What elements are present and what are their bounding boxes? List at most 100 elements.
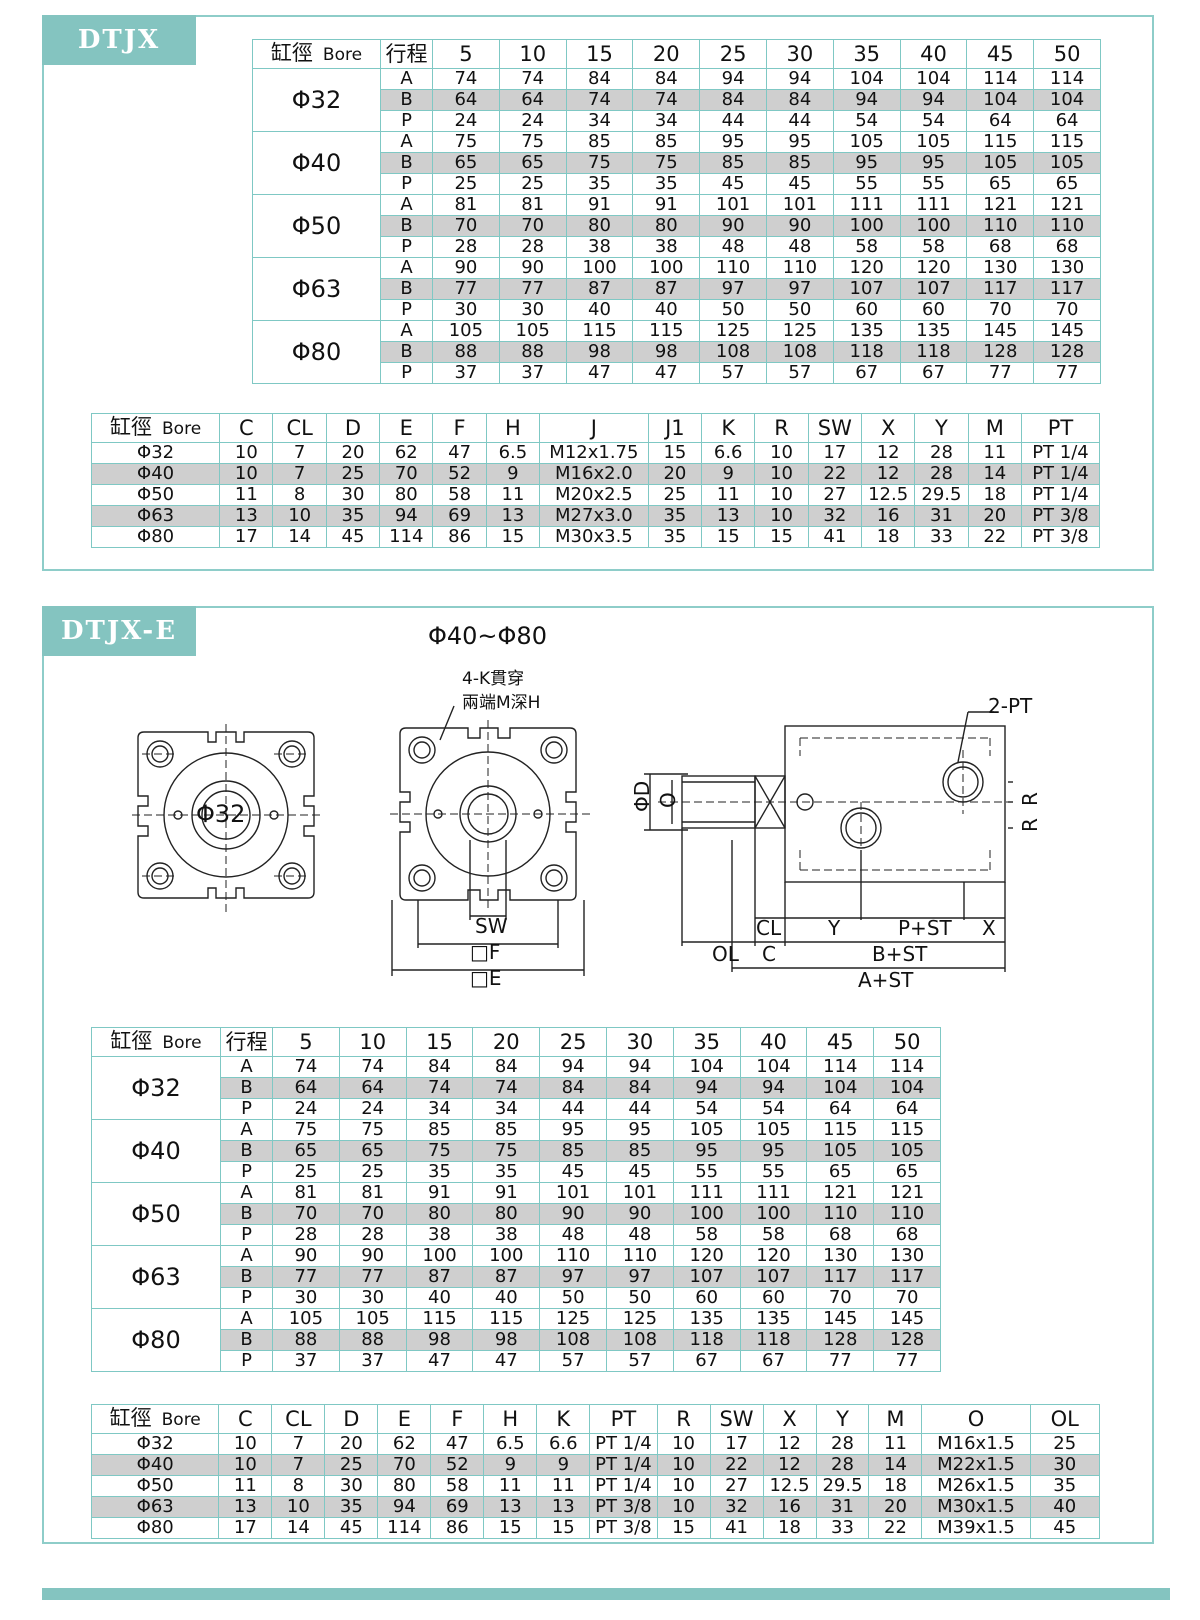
stroke-value-cell: 84 — [765, 89, 834, 111]
stroke-value-cell: 45 — [765, 173, 834, 195]
stroke-value-cell: 67 — [832, 362, 901, 384]
dimension-value-cell: 11 — [485, 484, 541, 506]
dimension-value-cell: 30 — [1029, 1454, 1100, 1476]
stroke-value-cell: 101 — [765, 194, 834, 216]
stroke-value-cell: 65 — [806, 1161, 875, 1183]
o-thread-label: O — [656, 792, 680, 808]
stroke-column-header: 50 — [1033, 39, 1101, 69]
dimension-value-cell: 17 — [709, 1433, 764, 1455]
stroke-value-cell: 80 — [565, 215, 634, 237]
stroke-value-cell: 47 — [405, 1350, 474, 1372]
stroke-value-cell: 74 — [338, 1056, 407, 1078]
dimension-value-cell: 16 — [860, 505, 916, 527]
stroke-column-header: 35 — [672, 1027, 741, 1057]
stroke-value-cell: 90 — [432, 257, 500, 279]
dimension-value-cell: 18 — [762, 1517, 817, 1539]
stroke-value-cell: 135 — [832, 320, 901, 342]
stroke-value-cell: 75 — [472, 1140, 541, 1162]
dimension-value-cell: 17 — [218, 1517, 273, 1539]
cl-label: CL — [756, 916, 782, 940]
stroke-value-cell: 84 — [472, 1056, 541, 1078]
stroke-column-header: 40 — [899, 39, 968, 69]
stroke-value-cell: 84 — [605, 1077, 674, 1099]
dimension-value-cell: 13 — [701, 505, 756, 527]
dimension-value-cell: 94 — [377, 1496, 432, 1518]
stroke-value-cell: 104 — [1033, 89, 1101, 111]
stroke-value-cell: 47 — [632, 362, 701, 384]
stroke-value-cell: 57 — [605, 1350, 674, 1372]
stroke-value-cell: 105 — [832, 131, 901, 153]
dimension-value-cell: 70 — [379, 463, 434, 485]
bore-header-en: Bore — [162, 419, 202, 439]
dimension-letter-cell: B — [380, 89, 433, 111]
dimension-value-cell: 35 — [647, 505, 703, 527]
stroke-value-cell: 74 — [405, 1077, 474, 1099]
stroke-value-cell: 55 — [672, 1161, 741, 1183]
bore-header-cn: 缸徑 — [110, 415, 153, 439]
stroke-value-cell: 98 — [472, 1329, 541, 1351]
stroke-value-cell: 125 — [605, 1308, 674, 1330]
stroke-value-cell: 130 — [873, 1245, 941, 1267]
stroke-value-cell: 30 — [338, 1287, 407, 1309]
stroke-value-cell: 74 — [632, 89, 701, 111]
stroke-column-header: 25 — [539, 1027, 607, 1057]
stroke-value-cell: 54 — [899, 110, 968, 132]
stroke-value-cell: 145 — [1033, 320, 1101, 342]
stroke-value-cell: 110 — [966, 215, 1035, 237]
stroke-value-cell: 67 — [672, 1350, 741, 1372]
dimension-value-cell: 6.6 — [536, 1433, 591, 1455]
dimension-value-cell: 45 — [325, 526, 381, 548]
stroke-value-cell: 38 — [632, 236, 701, 258]
stroke-value-cell: 98 — [405, 1329, 474, 1351]
stroke-value-cell: 94 — [899, 89, 968, 111]
dimension-value-cell: M22x1.5 — [921, 1454, 1031, 1476]
stroke-value-cell: 35 — [632, 173, 701, 195]
dimension-column-header: M — [967, 413, 1022, 443]
stroke-value-cell: 125 — [765, 320, 834, 342]
stroke-column-header: 15 — [405, 1027, 474, 1057]
dimension-value-cell: PT 3/8 — [1020, 526, 1101, 548]
stroke-value-cell: 121 — [966, 194, 1035, 216]
stroke-value-cell: 24 — [432, 110, 500, 132]
bore-size-cell: Φ40 — [91, 1119, 221, 1183]
mounting-hole-note-line2: 兩端M深H — [462, 693, 541, 713]
stroke-value-cell: 58 — [899, 236, 968, 258]
stroke-column-header: 10 — [498, 39, 567, 69]
dimension-column-header: C — [219, 413, 274, 443]
stroke-value-cell: 111 — [832, 194, 901, 216]
stroke-value-cell: 120 — [739, 1245, 808, 1267]
dimension-value-cell: PT 3/8 — [1020, 505, 1101, 527]
stroke-value-cell: 40 — [632, 299, 701, 321]
stroke-value-cell: 105 — [272, 1308, 340, 1330]
stroke-value-cell: 24 — [338, 1098, 407, 1120]
stroke-value-cell: 64 — [432, 89, 500, 111]
dimension-value-cell: 114 — [379, 526, 434, 548]
stroke-value-cell: 110 — [605, 1245, 674, 1267]
stroke-value-cell: 107 — [739, 1266, 808, 1288]
dimension-value-cell: 25 — [324, 1454, 379, 1476]
stroke-header-cell: 行程 — [220, 1027, 273, 1057]
dimension-value-cell: 10 — [656, 1433, 711, 1455]
stroke-value-cell: 84 — [565, 68, 634, 90]
dimension-column-header: Y — [914, 413, 969, 443]
stroke-value-cell: 77 — [432, 278, 500, 300]
bore-size-cell: Φ80 — [91, 1308, 221, 1372]
dimension-column-header: K — [701, 413, 756, 443]
dimension-column-header: CL — [272, 413, 327, 443]
stroke-value-cell: 145 — [806, 1308, 875, 1330]
stroke-value-cell: 90 — [338, 1245, 407, 1267]
dimension-value-cell: M12x1.75 — [539, 442, 649, 464]
stroke-value-cell: 88 — [498, 341, 567, 363]
stroke-value-cell: 145 — [873, 1308, 941, 1330]
stroke-value-cell: 74 — [472, 1077, 541, 1099]
